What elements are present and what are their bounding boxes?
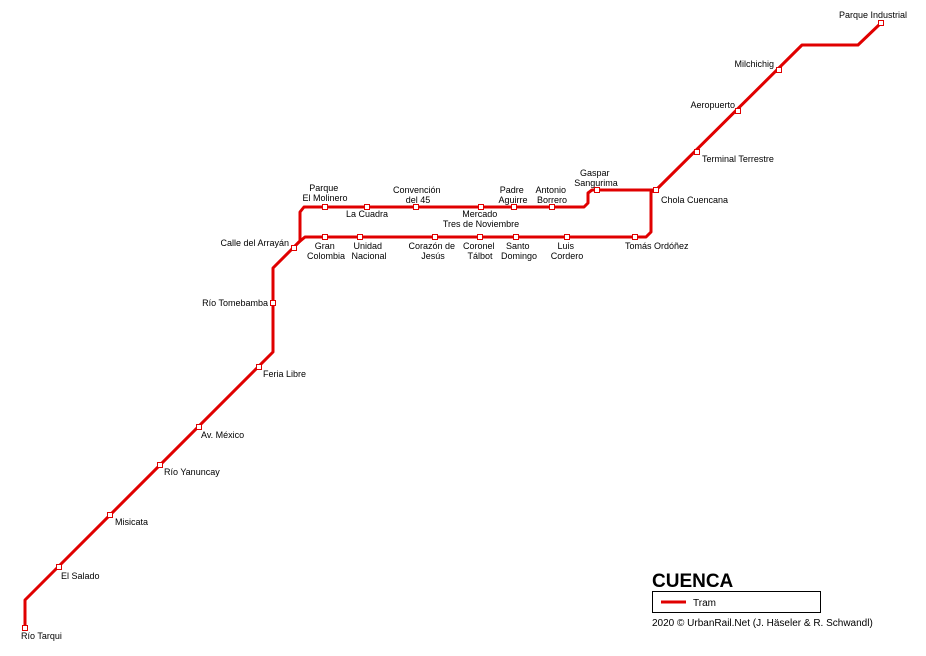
station-label-padre-aguirre: Padre Aguirre	[498, 185, 527, 205]
stop-marker-unidad-nacional[interactable]	[357, 234, 363, 240]
station-label-line: Nacional	[351, 251, 386, 261]
map-credit: 2020 © UrbanRail.Net (J. Häseler & R. Sc…	[652, 618, 873, 629]
stop-marker-chola-cuencana[interactable]	[653, 187, 659, 193]
station-label-santo-domingo: Santo Domingo	[501, 241, 537, 261]
stop-marker-rio-yanuncay[interactable]	[157, 462, 163, 468]
station-label-line: Mercado	[462, 209, 497, 219]
stop-marker-el-salado[interactable]	[56, 564, 62, 570]
stop-marker-parque-industrial[interactable]	[878, 20, 884, 26]
station-labels: Río Tarqui El Salado Misicata Río Yanunc…	[21, 10, 907, 641]
stop-marker-tomas-ordonez[interactable]	[632, 234, 638, 240]
station-label-la-cuadra: La Cuadra	[346, 209, 388, 219]
station-label-line: Jesús	[421, 251, 445, 261]
station-label-line: Cordero	[551, 251, 584, 261]
station-label-aeropuerto: Aeropuerto	[690, 100, 735, 110]
station-label-line: del 45	[406, 195, 431, 205]
stop-marker-la-cuadra[interactable]	[364, 204, 370, 210]
station-label-tomas-ordonez: Tomás Ordóñez	[625, 241, 689, 251]
station-label-line: Convención	[393, 185, 441, 195]
stop-marker-terminal-terrestre[interactable]	[694, 149, 700, 155]
stop-marker-rio-tomebamba[interactable]	[270, 300, 276, 306]
station-label-line: Corazón de	[408, 241, 455, 251]
stop-marker-padre-aguirre[interactable]	[511, 204, 517, 210]
tram-line-eastbound-segment	[297, 188, 658, 244]
stop-marker-milchichig[interactable]	[776, 67, 782, 73]
station-label-line: Padre	[500, 185, 524, 195]
stop-marker-av-mexico[interactable]	[196, 424, 202, 430]
station-label-parque-el-molinero: Parque El Molinero	[302, 183, 347, 203]
station-label-corazon-de-jesus: Corazón de Jesús	[408, 241, 457, 261]
station-label-line: Gaspar	[580, 168, 610, 178]
station-label-line: Tres de Noviembre	[443, 219, 519, 229]
station-label-line: Colombia	[307, 251, 345, 261]
stop-marker-convencion-del-45[interactable]	[413, 204, 419, 210]
stop-marker-misicata[interactable]	[107, 512, 113, 518]
station-label-line: Tálbot	[467, 251, 493, 261]
station-label-antonio-borrero: Antonio Borrero	[535, 185, 568, 205]
legend-box	[652, 591, 821, 613]
stop-marker-parque-el-molinero[interactable]	[322, 204, 328, 210]
stop-markers	[22, 20, 884, 631]
station-label-terminal-terrestre: Terminal Terrestre	[702, 154, 774, 164]
station-label-parque-industrial: Parque Industrial	[839, 10, 907, 20]
tram-line	[23, 21, 883, 630]
tram-line-westbound-segment	[292, 188, 658, 249]
stop-marker-gran-colombia[interactable]	[322, 234, 328, 240]
station-label-gaspar-sangurima: Gaspar Sangurima	[574, 168, 618, 188]
legend-tram-label: Tram	[693, 598, 716, 609]
station-label-milchichig: Milchichig	[734, 59, 774, 69]
station-label-line: Unidad	[353, 241, 382, 251]
station-label-calle-del-arrayan: Calle del Arrayán	[220, 238, 289, 248]
stop-marker-santo-domingo[interactable]	[513, 234, 519, 240]
station-label-line: Gran	[315, 241, 335, 251]
station-label-line: Coronel	[463, 241, 495, 251]
map-title: CUENCA	[652, 571, 734, 592]
station-label-convencion-del-45: Convención del 45	[393, 185, 443, 205]
stop-marker-corazon-de-jesus[interactable]	[432, 234, 438, 240]
station-label-line: Parque	[309, 183, 338, 193]
stop-marker-aeropuerto[interactable]	[735, 108, 741, 114]
stop-marker-rio-tarqui[interactable]	[22, 625, 28, 631]
stop-marker-luis-cordero[interactable]	[564, 234, 570, 240]
stop-marker-mercado-tres-de-noviembre[interactable]	[478, 204, 484, 210]
station-label-line: Luis	[557, 241, 574, 251]
station-label-line: Santo	[506, 241, 530, 251]
station-label-av-mexico: Av. México	[201, 430, 244, 440]
station-label-rio-tarqui: Río Tarqui	[21, 631, 62, 641]
legend: Tram	[652, 591, 821, 613]
tram-line-north-segment	[654, 21, 883, 192]
station-label-mercado-tres-de-noviembre: Mercado Tres de Noviembre	[443, 209, 519, 229]
stop-marker-feria-libre[interactable]	[256, 364, 262, 370]
station-label-chola-cuencana: Chola Cuencana	[661, 195, 728, 205]
station-label-line: Sangurima	[574, 178, 618, 188]
station-label-line: Antonio	[535, 185, 566, 195]
stop-marker-coronel-talbot[interactable]	[477, 234, 483, 240]
station-label-misicata: Misicata	[115, 517, 148, 527]
station-label-feria-libre: Feria Libre	[263, 369, 306, 379]
station-label-line: Aguirre	[498, 195, 527, 205]
station-label-line: El Molinero	[302, 193, 347, 203]
station-label-rio-yanuncay: Río Yanuncay	[164, 467, 220, 477]
station-label-line: Borrero	[537, 195, 567, 205]
stop-marker-calle-del-arrayan[interactable]	[291, 245, 297, 251]
station-label-line: Domingo	[501, 251, 537, 261]
station-label-luis-cordero: Luis Cordero	[551, 241, 584, 261]
station-label-coronel-talbot: Coronel Tálbot	[463, 241, 497, 261]
station-label-rio-tomebamba: Río Tomebamba	[202, 298, 268, 308]
station-label-unidad-nacional: Unidad Nacional	[351, 241, 386, 261]
stop-marker-antonio-borrero[interactable]	[549, 204, 555, 210]
stop-marker-gaspar-sangurima[interactable]	[594, 187, 600, 193]
station-label-gran-colombia: Gran Colombia	[307, 241, 345, 261]
station-label-el-salado: El Salado	[61, 571, 100, 581]
